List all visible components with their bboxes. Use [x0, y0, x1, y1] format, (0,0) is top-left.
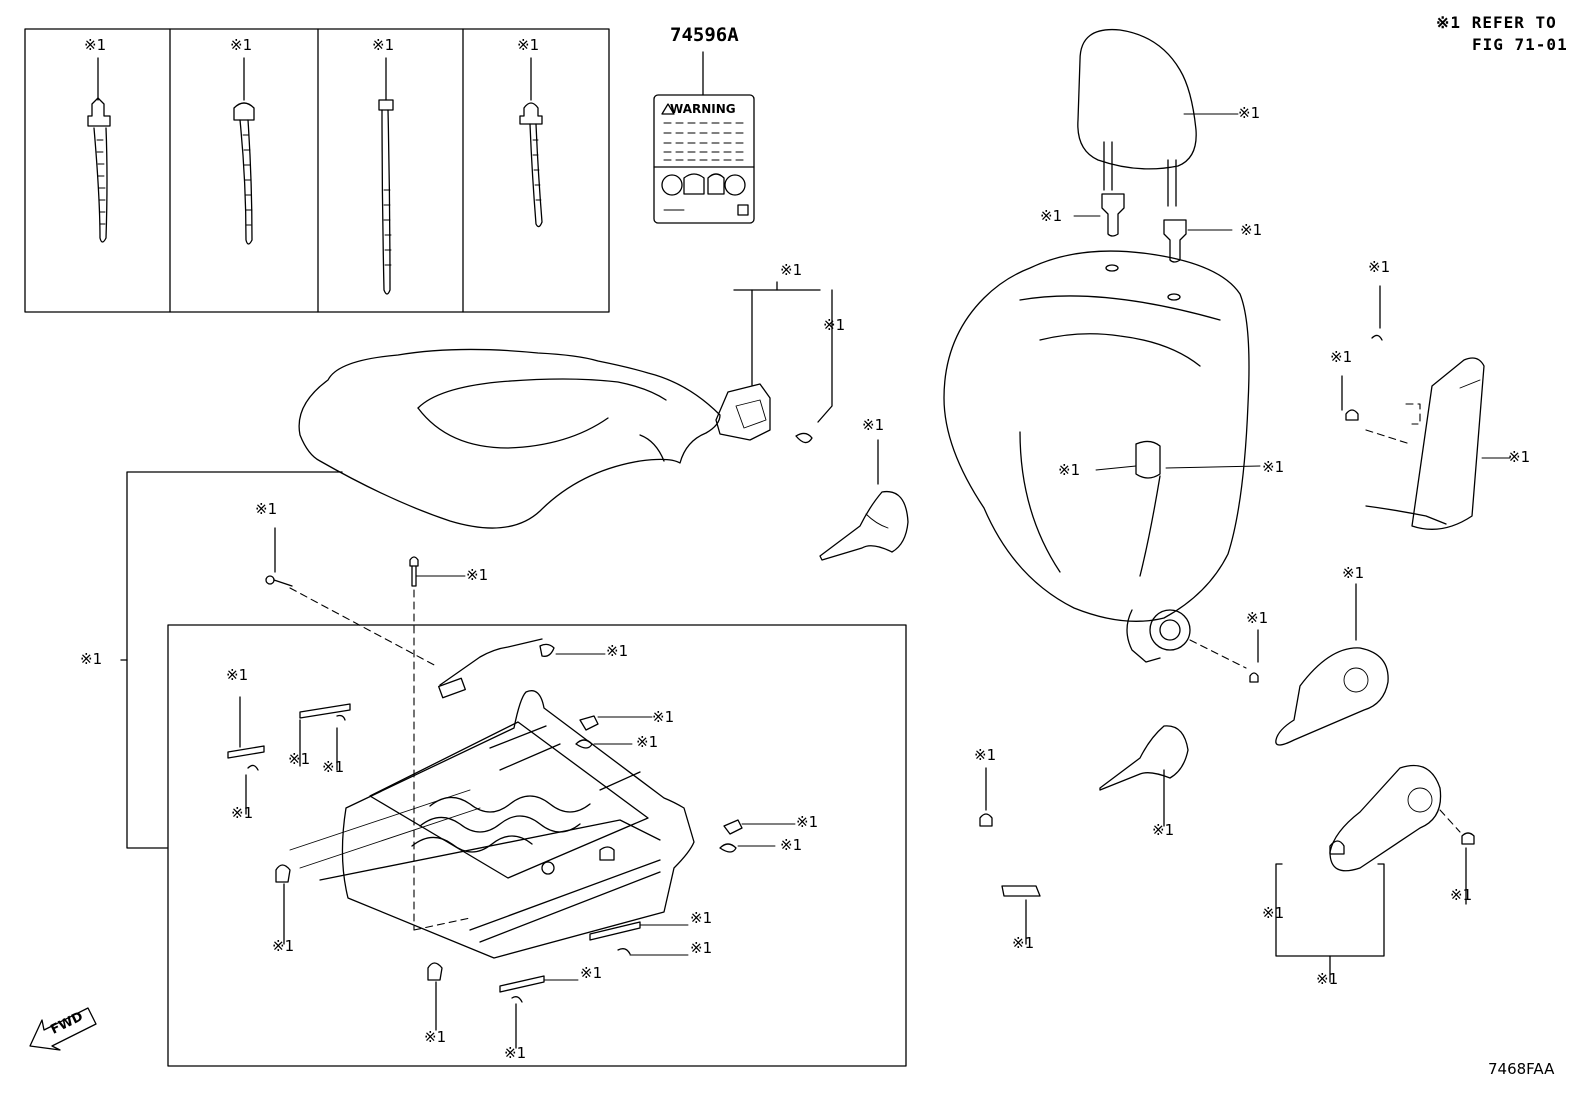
- diagram-code: 7468FAA: [1488, 1060, 1555, 1078]
- recliner-bracket-lower: [1099, 725, 1189, 827]
- callout[interactable]: ※1: [1262, 458, 1285, 476]
- rail-stopper-left: [275, 864, 291, 945]
- callout[interactable]: ※1: [690, 909, 713, 927]
- seat-back: [943, 250, 1261, 663]
- callout[interactable]: ※1: [1040, 207, 1063, 225]
- screw-left: [265, 527, 439, 668]
- callout[interactable]: ※1: [652, 708, 675, 726]
- rail-cover-bottom-2: [499, 975, 579, 1049]
- callout[interactable]: ※1: [1368, 258, 1391, 276]
- refer-note-mark: ※1: [1436, 13, 1462, 32]
- refer-note-text: REFER TO: [1471, 13, 1557, 32]
- refer-note-line1: ※1 REFER TO: [1436, 14, 1557, 32]
- callout[interactable]: ※1: [1508, 448, 1531, 466]
- clip-lower: [1001, 885, 1041, 945]
- rail-stopper-bottom: [427, 962, 443, 1031]
- callout[interactable]: ※1: [84, 36, 107, 54]
- callout[interactable]: ※1: [504, 1044, 527, 1062]
- bolt-center: [409, 556, 471, 931]
- callout[interactable]: ※1: [796, 813, 819, 831]
- screw-back: [1189, 629, 1259, 683]
- callout[interactable]: ※1: [322, 758, 345, 776]
- callout[interactable]: ※1: [690, 939, 713, 957]
- callout[interactable]: ※1: [288, 750, 311, 768]
- warning-card-title: WARNING: [670, 102, 736, 116]
- callout[interactable]: ※1: [636, 733, 659, 751]
- callout[interactable]: ※1: [1262, 904, 1285, 922]
- callout[interactable]: ※1: [424, 1028, 447, 1046]
- callout[interactable]: ※1: [1330, 348, 1353, 366]
- callout[interactable]: ※1: [1152, 821, 1175, 839]
- cushion-bracket: [120, 471, 343, 849]
- headrest-guide-right: [1163, 219, 1233, 263]
- clip-right-a: [575, 715, 653, 749]
- part-number-label[interactable]: 74596A: [670, 24, 739, 46]
- callout[interactable]: ※1: [1246, 609, 1269, 627]
- callout[interactable]: ※1: [580, 964, 603, 982]
- callout[interactable]: ※1: [255, 500, 278, 518]
- rail-cover-bottom: [589, 921, 689, 956]
- seat-cushion-pad: [298, 348, 721, 529]
- callout[interactable]: ※1: [466, 566, 489, 584]
- clip-right-b: [719, 819, 796, 853]
- seat-knob-lower: [1275, 764, 1475, 983]
- callout[interactable]: ※1: [1316, 970, 1339, 988]
- callout[interactable]: ※1: [372, 36, 395, 54]
- cable-tie-band: [378, 57, 394, 295]
- side-shield: [1341, 285, 1511, 530]
- callout[interactable]: ※1: [1238, 104, 1261, 122]
- frame-inset-box: [167, 624, 907, 1067]
- warning-label-card: [653, 51, 755, 224]
- clip-inset-box: [24, 28, 610, 313]
- cable-tie-clip-1: [87, 57, 111, 243]
- callout[interactable]: ※1: [780, 836, 803, 854]
- push-clip-tie: [519, 57, 543, 228]
- callout[interactable]: ※1: [517, 36, 540, 54]
- callout[interactable]: ※1: [1058, 461, 1081, 479]
- callout[interactable]: ※1: [231, 804, 254, 822]
- callout[interactable]: ※1: [1342, 564, 1365, 582]
- cable-tie-clip-2: [233, 57, 255, 245]
- callout[interactable]: ※1: [272, 937, 295, 955]
- recliner-bracket: [819, 439, 909, 561]
- callout[interactable]: ※1: [780, 261, 803, 279]
- seat-belt-buckle: [715, 281, 833, 444]
- callout[interactable]: ※1: [1012, 934, 1035, 952]
- harness-connector: [438, 638, 606, 699]
- seat-frame-assembly: [289, 690, 695, 959]
- recliner-lever: [1275, 583, 1389, 746]
- callout[interactable]: ※1: [230, 36, 253, 54]
- refer-note-line2: FIG 71-01: [1472, 35, 1568, 54]
- callout[interactable]: ※1: [823, 316, 846, 334]
- callout[interactable]: ※1: [226, 666, 249, 684]
- callout[interactable]: ※1: [80, 650, 103, 668]
- headrest: [1077, 28, 1239, 207]
- fwd-arrow: [29, 1007, 97, 1051]
- callout[interactable]: ※1: [974, 746, 997, 764]
- callout[interactable]: ※1: [1450, 886, 1473, 904]
- rail-cover-upper: [227, 696, 265, 815]
- headrest-guide-left: [1073, 193, 1125, 237]
- callout[interactable]: ※1: [606, 642, 629, 660]
- callout[interactable]: ※1: [1240, 221, 1263, 239]
- rail-cover-2: [299, 703, 351, 771]
- callout[interactable]: ※1: [862, 416, 885, 434]
- bolt-lower: [979, 767, 993, 827]
